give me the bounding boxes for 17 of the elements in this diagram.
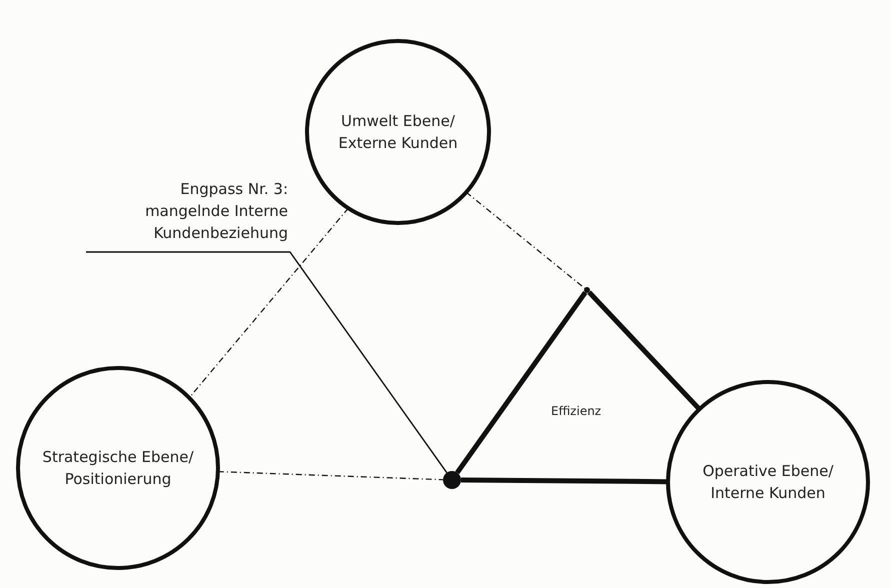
dashed-line xyxy=(188,208,349,398)
dashed-line xyxy=(466,192,585,289)
node-text: Umwelt Ebene/ Externe Kunden xyxy=(337,111,459,154)
area-label: Effizienz xyxy=(551,404,602,418)
thick-line xyxy=(587,290,702,411)
dashed-line xyxy=(218,471,444,480)
annotation-text: Engpass Nr. 3: mangelnde Interne Kundenbeziehung xyxy=(84,140,290,252)
level-circle xyxy=(666,380,870,584)
junction-dot xyxy=(443,471,461,489)
node-text: Operative Ebene/ Interne Kunden xyxy=(702,461,834,504)
node-text: Strategische Ebene/ Positionierung xyxy=(41,447,195,490)
triangle-vertex xyxy=(584,287,590,293)
level-circle xyxy=(16,366,220,570)
level-circle xyxy=(305,39,491,225)
thick-line xyxy=(460,478,668,484)
leader-line xyxy=(86,251,448,474)
thick-line xyxy=(455,290,588,474)
